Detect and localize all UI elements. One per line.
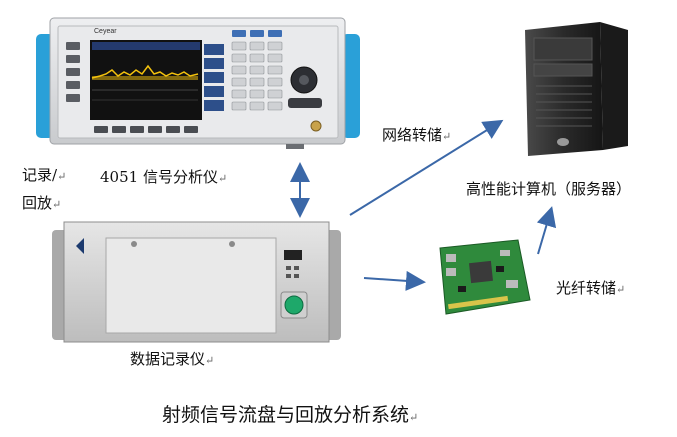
record-playback-label: 记录/↵ <box>22 166 67 184</box>
diagram-title: 射频信号流盘与回放分析系统↵ <box>162 404 419 426</box>
signal-analyzer-label: 4051 信号分析仪↵ <box>100 168 228 186</box>
to-fpga-arrow <box>363 270 426 291</box>
fiber-storage-arrow <box>536 206 557 255</box>
server-image <box>525 22 628 156</box>
signal-analyzer-image <box>36 17 360 149</box>
server-label: 高性能计算机（服务器） <box>466 180 632 198</box>
network-storage-arrow <box>349 119 504 216</box>
data-recorder-label: 数据记录仪↵ <box>130 350 215 368</box>
fpga-board-image <box>439 239 531 315</box>
analyzer-brand-logo: Ceyear <box>94 28 117 35</box>
record-playback-label-line2: 回放↵ <box>22 194 62 212</box>
fiber-storage-label: 光纤转储↵ <box>556 279 626 297</box>
data-recorder-image <box>52 221 341 343</box>
network-storage-label: 网络转储↵ <box>382 126 452 144</box>
